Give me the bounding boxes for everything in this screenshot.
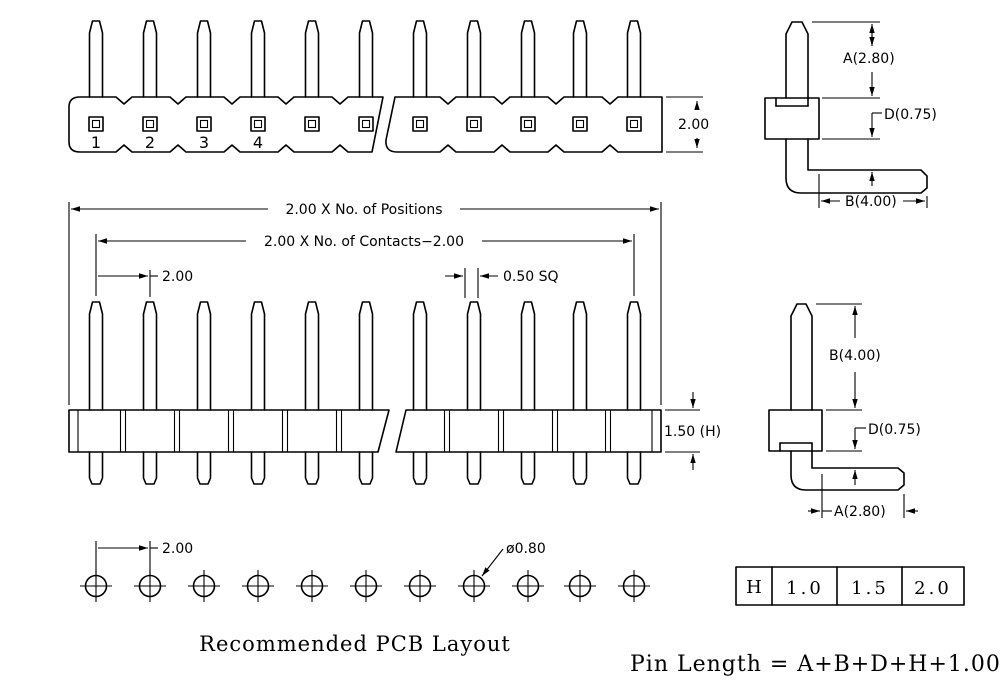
front-pin [142, 301, 158, 411]
front-pin [88, 301, 104, 411]
front-pin [412, 301, 428, 411]
top-pin [358, 20, 374, 98]
top-pin [88, 20, 104, 98]
pin-square-inner [145, 119, 155, 129]
dim-pitch-pcb: 2.00 [162, 541, 193, 557]
pin-number-1: 1 [91, 133, 101, 152]
side-top-a: A(2.80) [843, 51, 895, 67]
pin-square [196, 116, 212, 132]
front-view: 2.00 X No. of Positions 2.00 X No. of Co… [68, 202, 721, 485]
top-pin [196, 20, 212, 98]
top-view: 1 2 3 4 2.00 [68, 20, 709, 153]
dim-overall-length: 2.00 X No. of Positions [285, 202, 442, 218]
top-pin [304, 20, 320, 98]
pin-square-inner [307, 119, 317, 129]
pin-square-inner [253, 119, 263, 129]
dim-contacts-length: 2.00 X No. of Contacts−2.00 [264, 234, 464, 250]
front-pin [466, 301, 482, 411]
dim-insulator-height: 1.50 (H) [664, 424, 721, 440]
front-pin-tail [626, 451, 642, 485]
front-pin-tail [520, 451, 536, 485]
pcb-caption: Recommended PCB Layout [199, 632, 511, 656]
pin-square-inner [199, 119, 209, 129]
pin-square [358, 116, 374, 132]
front-pin-tail [466, 451, 482, 485]
side-top-b: B(4.00) [845, 194, 897, 210]
pin-length-formula: Pin Length = A+B+D+H+1.00 [630, 652, 1000, 677]
front-pin-tail [142, 451, 158, 485]
table-header-h: H [746, 577, 762, 598]
front-pin [358, 301, 374, 411]
front-pin [304, 301, 320, 411]
pin-square-inner [629, 119, 639, 129]
front-pin [250, 301, 266, 411]
side-bottom-b: B(4.00) [829, 348, 881, 364]
insulator-right [395, 409, 662, 453]
dim-header-height: 2.00 [678, 117, 709, 133]
table-value-2: 1.5 [851, 578, 889, 599]
pin-square-inner [361, 119, 371, 129]
front-pin [196, 301, 212, 411]
side-view-top: A(2.80) D(0.75) B(4.00) [764, 21, 937, 210]
pin-number-3: 3 [199, 133, 209, 152]
top-pin [520, 20, 536, 98]
pin-square [250, 116, 266, 132]
front-pin-tail [196, 451, 212, 485]
table-value-1: 1.0 [786, 578, 824, 599]
front-pin-tail [412, 451, 428, 485]
front-pin-tail [304, 451, 320, 485]
front-pin-tail [250, 451, 266, 485]
pin-square-inner [575, 119, 585, 129]
dim-pitch-top: 2.00 [162, 269, 193, 285]
top-pin [142, 20, 158, 98]
table-value-3: 2.0 [914, 578, 952, 599]
pin-square-inner [523, 119, 533, 129]
pin-square [88, 116, 104, 132]
pin-square [626, 116, 642, 132]
top-header-body-right [385, 96, 663, 153]
pin-number-4: 4 [253, 133, 263, 152]
height-table: H 1.0 1.5 2.0 [735, 566, 965, 606]
side-top-d: D(0.75) [884, 107, 937, 123]
top-pin [572, 20, 588, 98]
pin-square-inner [415, 119, 425, 129]
top-pin [250, 20, 266, 98]
top-pin [412, 20, 428, 98]
side-view-bottom: B(4.00) D(0.75) A(2.80) [768, 303, 921, 520]
front-pin-tail [88, 451, 104, 485]
front-pin [626, 301, 642, 411]
front-pin [572, 301, 588, 411]
pcb-layout: 2.00 ø0.80 Recommended PCB Layout [80, 541, 650, 656]
front-pin [520, 301, 536, 411]
front-pin-tail [572, 451, 588, 485]
top-header-body-left [68, 96, 384, 153]
pin-square [412, 116, 428, 132]
pin-square [466, 116, 482, 132]
pin-square [572, 116, 588, 132]
pin-number-2: 2 [145, 133, 155, 152]
dim-hole-diameter: ø0.80 [506, 541, 546, 557]
side-bottom-a: A(2.80) [834, 504, 886, 520]
pin-square [520, 116, 536, 132]
pin-square-inner [91, 119, 101, 129]
dim-pin-size: 0.50 SQ [503, 269, 559, 285]
top-pin [466, 20, 482, 98]
front-pin-tail [358, 451, 374, 485]
pin-square-inner [469, 119, 479, 129]
pin-square [142, 116, 158, 132]
top-pin [626, 20, 642, 98]
side-bottom-d: D(0.75) [868, 422, 921, 438]
pin-square [304, 116, 320, 132]
